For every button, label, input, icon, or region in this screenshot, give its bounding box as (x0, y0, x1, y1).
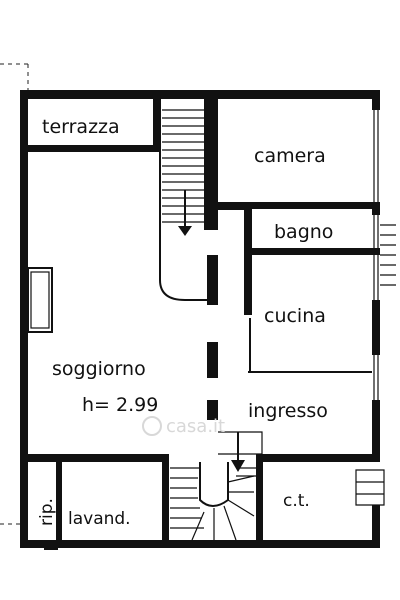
room-label-bagno: bagno (274, 221, 333, 243)
right-windows (355, 110, 396, 506)
room-label-soggiorno: soggiorno (52, 358, 146, 380)
spiral-stair (170, 462, 256, 541)
outer-walls (20, 90, 380, 548)
terrazza-walls (20, 99, 161, 152)
fireplace (27, 267, 53, 333)
room-label-ingresso: ingresso (248, 400, 328, 422)
external-dashed-lines (0, 63, 29, 525)
entrance-marker (218, 431, 263, 472)
watermark: casa.it (142, 416, 225, 437)
room-label-ripostiglio: rip. (37, 498, 57, 526)
room-label-centrale-termica: c.t. (283, 491, 310, 511)
central-partition (207, 255, 218, 420)
room-height-label: h= 2.99 (82, 394, 158, 416)
right-rooms-walls (218, 202, 380, 373)
room-label-terrazza: terrazza (42, 116, 120, 138)
room-label-lavanderia: lavand. (68, 509, 131, 529)
service-rooms-walls (20, 454, 380, 550)
room-label-camera: camera (254, 145, 326, 167)
watermark-text: casa.it (166, 416, 225, 437)
stair-top (159, 90, 218, 301)
room-label-cucina: cucina (264, 305, 326, 327)
